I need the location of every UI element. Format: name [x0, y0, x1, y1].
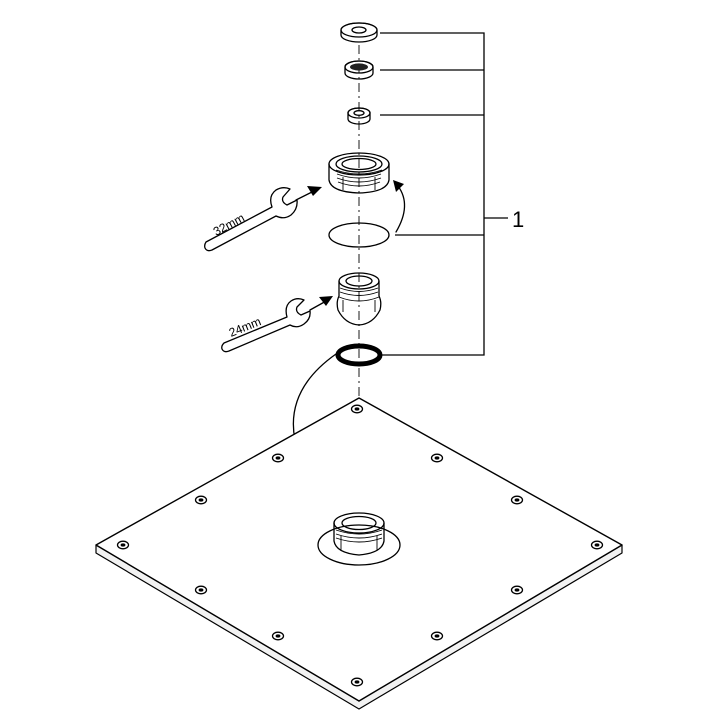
filter-screen	[344, 60, 374, 80]
screw-icon	[271, 631, 285, 641]
screw-icon	[194, 585, 208, 595]
lower-o-ring	[335, 343, 383, 367]
plate-screws	[116, 404, 604, 687]
top-washer	[340, 22, 378, 43]
flow-restrictor	[347, 107, 371, 125]
wrench-32mm	[204, 186, 322, 252]
wrench-24mm	[221, 296, 333, 353]
shower-plate	[95, 397, 623, 710]
screw-icon	[116, 540, 130, 550]
ball-joint	[336, 272, 382, 326]
screw-icon	[350, 677, 364, 687]
wrench-24mm-label: 24mm	[227, 314, 263, 339]
screw-icon	[271, 453, 285, 463]
screw-icon	[510, 495, 524, 505]
rotation-arrow-upper	[393, 180, 406, 233]
screw-icon	[430, 631, 444, 641]
screw-icon	[510, 585, 524, 595]
threaded-nipple	[328, 152, 390, 194]
callout-number: 1	[512, 207, 524, 232]
plate-connection	[317, 512, 401, 566]
screw-icon	[350, 404, 364, 414]
callout-leader-lines	[380, 32, 508, 356]
screw-icon	[590, 540, 604, 550]
screw-icon	[194, 495, 208, 505]
screw-icon	[430, 453, 444, 463]
upper-o-ring	[328, 222, 390, 248]
